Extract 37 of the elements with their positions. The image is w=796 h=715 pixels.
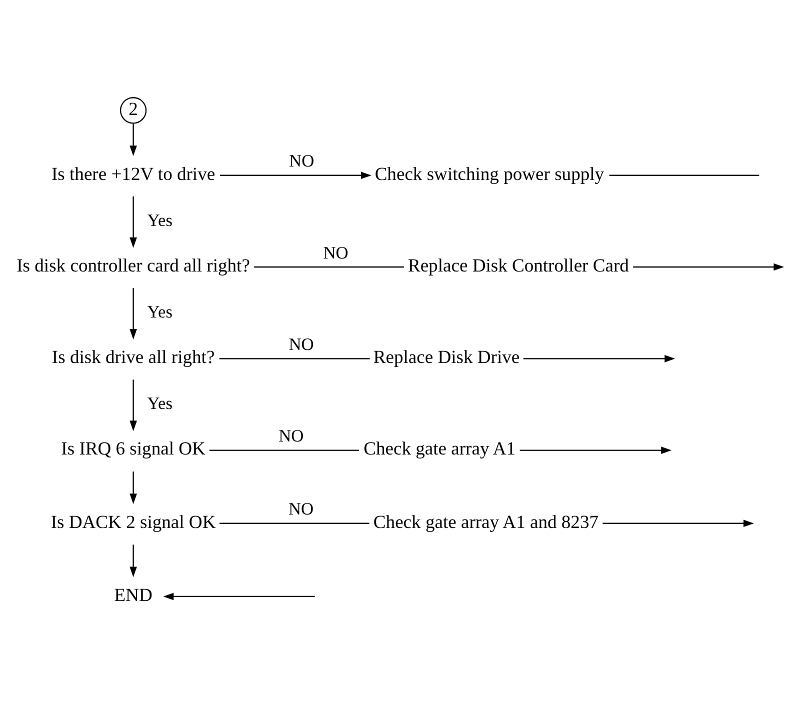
- arrow: [163, 592, 315, 600]
- arrow: [130, 380, 137, 432]
- node-text: Is disk drive all right?: [52, 347, 215, 368]
- connector: [209, 450, 360, 451]
- connector: [254, 266, 404, 268]
- node-text: Replace Disk Controller Card: [408, 255, 629, 276]
- node-text: Check gate array A1 and 8237: [373, 512, 598, 533]
- arrow: [130, 196, 137, 248]
- arrow: [602, 520, 754, 528]
- edge-label: NO: [278, 426, 304, 446]
- connector: [609, 174, 760, 176]
- connector: [219, 358, 370, 360]
- edge-label: NO: [323, 242, 348, 262]
- arrow: [220, 172, 372, 180]
- node-text: Is IRQ 6 signal OK: [61, 438, 206, 460]
- edge-label: Yes: [147, 301, 173, 322]
- node-text: Check switching power supply: [374, 164, 604, 185]
- edge-label: Yes: [147, 393, 173, 414]
- node-text: Is disk controller card all right?: [16, 255, 250, 276]
- edge-label: NO: [288, 498, 314, 519]
- node-text: Is there +12V to drive: [51, 164, 216, 185]
- arrow: [130, 472, 137, 504]
- node-text: Check gate array A1: [364, 438, 516, 460]
- arrow: [130, 288, 137, 340]
- arrow: [523, 355, 676, 362]
- arrow: [633, 263, 784, 271]
- edge-label: NO: [288, 334, 314, 354]
- node-circle: 2: [120, 97, 147, 124]
- arrow: [520, 446, 672, 454]
- arrow: [130, 124, 137, 156]
- node-text: Replace Disk Drive: [373, 347, 520, 368]
- node-text: END: [114, 584, 152, 606]
- connector: [220, 522, 370, 524]
- edge-label: Yes: [147, 210, 173, 230]
- arrow: [130, 544, 137, 578]
- edge-label: NO: [289, 150, 314, 171]
- node-text: Is DACK 2 signal OK: [50, 512, 216, 533]
